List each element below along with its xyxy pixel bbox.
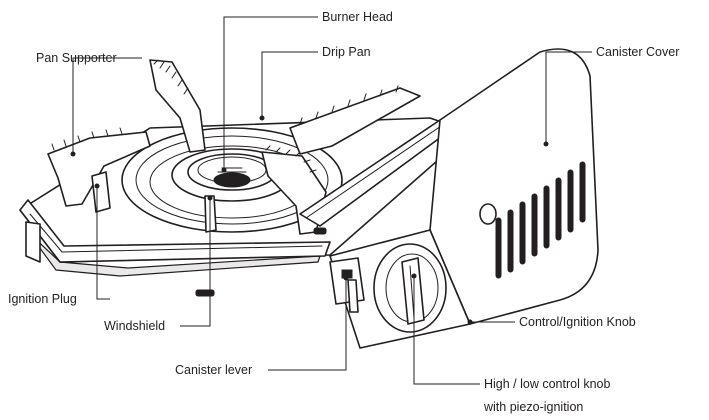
ignition-plug-post xyxy=(91,171,111,213)
ventilation-slots xyxy=(495,161,586,279)
label-high-low-knob-line1: High / low control knob xyxy=(484,377,611,391)
label-pan-supporter: Pan Supporter xyxy=(36,51,117,65)
label-drip-pan: Drip Pan xyxy=(322,45,371,59)
label-canister-cover: Canister Cover xyxy=(596,45,679,59)
stove-illustration xyxy=(19,48,599,349)
label-canister-lever: Canister lever xyxy=(175,363,252,377)
pan-supporter-back-right xyxy=(289,87,421,155)
label-windshield: Windshield xyxy=(104,319,165,333)
canister-cover-shape xyxy=(429,48,599,325)
pan-supporter-back-left xyxy=(149,59,206,153)
canister-lever-shape xyxy=(329,257,365,313)
label-control-ignition-knob: Control/Ignition Knob xyxy=(519,315,636,329)
label-burner-head: Burner Head xyxy=(322,10,393,24)
callout-lines xyxy=(70,16,592,385)
label-high-low-knob-line2: with piezo-ignition xyxy=(483,400,583,414)
part-labels: Burner Head Drip Pan Pan Supporter Canis… xyxy=(8,10,679,414)
control-ignition-knob-shape xyxy=(373,243,447,333)
stove-base-underside xyxy=(27,231,321,277)
label-ignition-plug: Ignition Plug xyxy=(8,292,77,306)
